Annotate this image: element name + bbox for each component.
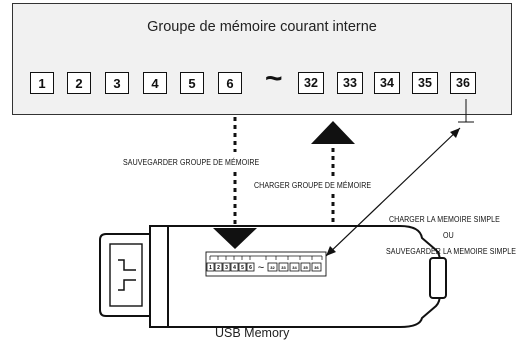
usb-body xyxy=(149,225,447,328)
memory-slot-33: 33 xyxy=(337,72,363,94)
mini-slot-2-label: 2 xyxy=(217,265,220,271)
memory-slot-6: 6 xyxy=(218,72,242,94)
mini-slot-34 xyxy=(289,262,300,272)
mini-slot-34-label: 34 xyxy=(292,265,297,270)
mini-slot-32-label: 32 xyxy=(270,265,275,270)
memory-slot-35: 35 xyxy=(412,72,438,94)
mini-slot-36 xyxy=(311,262,322,272)
usb-connector xyxy=(99,233,151,317)
single-memory-connector xyxy=(325,99,474,257)
memory-slot-34: 34 xyxy=(374,72,400,94)
memory-slot-36: 36 xyxy=(450,72,476,94)
or-label: OU xyxy=(443,230,454,240)
mini-slot-32 xyxy=(267,262,278,272)
memory-slot-2: 2 xyxy=(67,72,91,94)
mini-slot-6 xyxy=(246,262,255,272)
internal-memory-group-panel: Groupe de mémoire courant interne 1 2 3 … xyxy=(12,3,512,115)
load-group-arrowhead xyxy=(311,121,355,144)
mini-slot-5-label: 5 xyxy=(241,265,244,271)
save-group-label: SAUVEGARDER GROUPE DE MÉMOIRE xyxy=(123,157,260,167)
mini-slot-33-label: 33 xyxy=(281,265,286,270)
mini-slot-35 xyxy=(300,262,311,272)
memory-slot-32: 32 xyxy=(298,72,324,94)
mini-slot-6-label: 6 xyxy=(249,265,252,271)
mini-slot-1-label: 1 xyxy=(209,265,212,271)
mini-tilde: ~ xyxy=(258,262,264,274)
mini-slot-1 xyxy=(206,262,215,272)
memory-slot-4: 4 xyxy=(143,72,167,94)
mini-slot-33 xyxy=(278,262,289,272)
save-group-arrowhead xyxy=(213,228,257,249)
panel-title: Groupe de mémoire courant interne xyxy=(147,19,377,35)
usb-memory-caption: USB Memory xyxy=(215,326,290,340)
load-single-label: CHARGER LA MEMOIRE SIMPLE xyxy=(389,214,500,224)
mini-slot-4 xyxy=(230,262,239,272)
range-tilde: ~ xyxy=(265,62,283,95)
mini-slot-5 xyxy=(238,262,247,272)
load-group-label: CHARGER GROUPE DE MÉMOIRE xyxy=(254,180,372,190)
save-single-label: SAUVEGARDER LA MEMOIRE SIMPLE xyxy=(386,246,517,256)
mini-slot-35-label: 35 xyxy=(303,265,308,270)
memory-slot-1: 1 xyxy=(30,72,54,94)
mini-slot-3-label: 3 xyxy=(225,265,228,271)
mini-slot-36-label: 36 xyxy=(314,265,319,270)
memory-slot-3: 3 xyxy=(105,72,129,94)
usb-mini-slots: 1 2 3 4 5 6 ~ 32 33 34 35 36 xyxy=(206,262,322,274)
memory-slot-5: 5 xyxy=(180,72,204,94)
mini-slot-3 xyxy=(222,262,231,272)
mini-slot-4-label: 4 xyxy=(233,265,236,271)
mini-slot-2 xyxy=(214,262,223,272)
